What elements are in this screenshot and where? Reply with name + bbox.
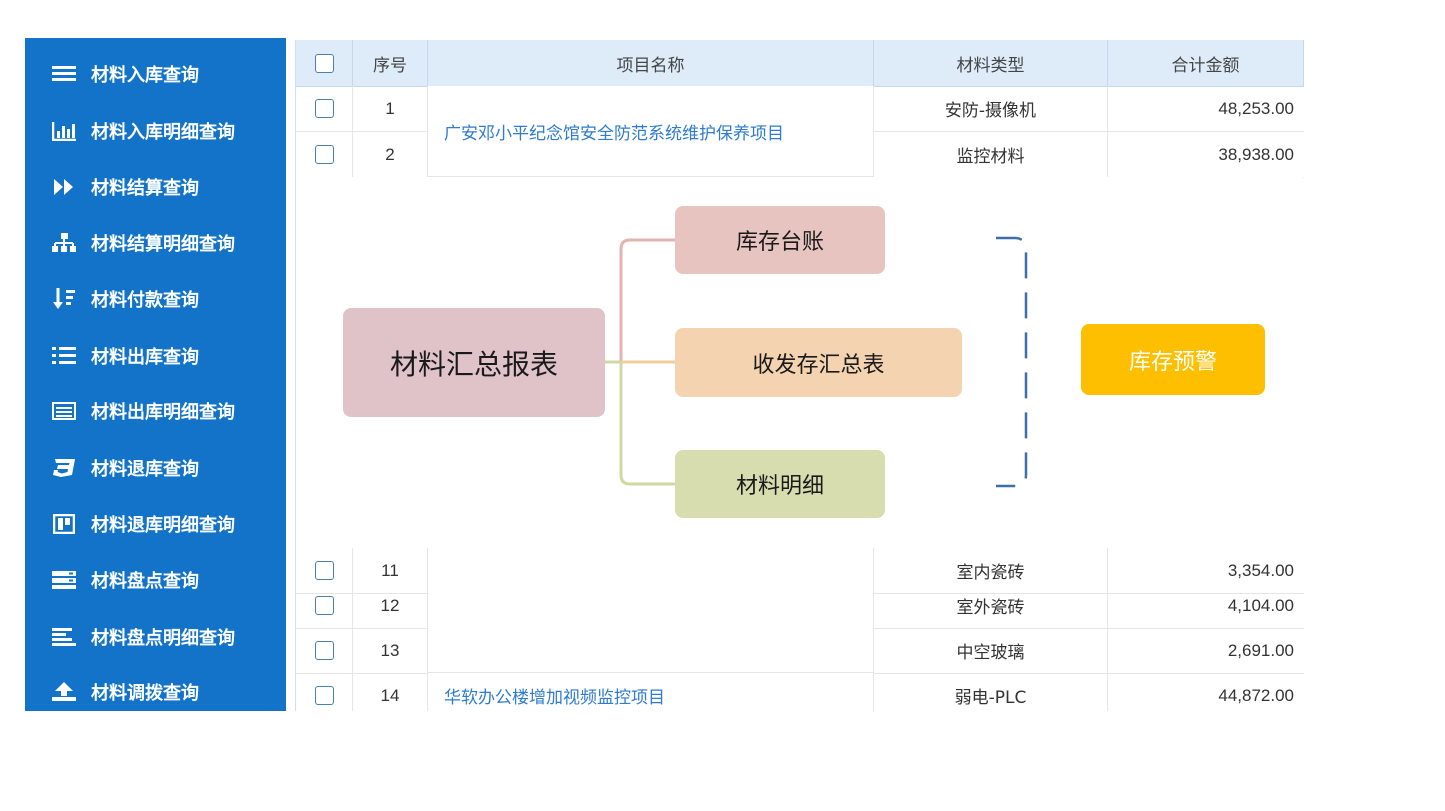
align-left-icon: [52, 626, 76, 648]
sidebar-item-label: 材料结算查询: [91, 178, 199, 199]
mindmap-overlay: 材料汇总报表 库存台账 收发存汇总表 材料明细 库存预警: [296, 177, 1303, 546]
row-material-type: 中空玻璃: [874, 628, 1108, 673]
row-amount: 44,872.00: [1218, 685, 1294, 705]
row-material-type: 室内瓷砖: [874, 548, 1108, 593]
row-no: 11: [353, 548, 428, 593]
sidebar-item-material-settlement[interactable]: 材料结算查询: [25, 167, 286, 207]
sidebar-item-material-payment[interactable]: 材料付款查询: [25, 279, 286, 319]
table-header: 序号 项目名称 材料类型 合计金额: [296, 40, 1304, 87]
row-checkbox-cell: [296, 673, 353, 711]
mindmap-node-stock-warning: 库存预警: [1081, 324, 1265, 395]
row-no: 12: [353, 583, 428, 628]
sidebar-item-label: 材料退库明细查询: [91, 515, 235, 536]
sidebar-item-material-inbound-detail[interactable]: 材料入库明细查询: [25, 111, 286, 151]
mindmap-root-node: 材料汇总报表: [343, 308, 605, 417]
sidebar: 材料入库查询 材料入库明细查询 材料结算查询 材料结算明细查询 材料付款查询 材…: [25, 38, 286, 711]
row-material-type: 室外瓷砖: [874, 583, 1108, 628]
row-no: 14: [353, 673, 428, 711]
row-amount: 48,253.00: [1218, 98, 1294, 118]
project-name-cell: [428, 548, 874, 673]
sidebar-item-label: 材料结算明细查询: [91, 234, 235, 255]
bar-chart-icon: [52, 120, 76, 142]
table-row[interactable]: 14 华软办公楼增加视频监控项目 弱电-PLC 44,872.00: [296, 673, 1304, 711]
upload-icon: [52, 681, 76, 703]
sidebar-item-label: 材料调拨查询: [91, 683, 199, 704]
row-checkbox[interactable]: [314, 596, 334, 615]
sidebar-item-material-transfer[interactable]: 材料调拨查询: [25, 672, 286, 712]
sidebar-item-label: 材料退库查询: [91, 459, 199, 480]
sidebar-item-label: 材料盘点查询: [91, 571, 199, 592]
sitemap-icon: [52, 232, 76, 254]
project-name-link[interactable]: 广安邓小平纪念馆安全防范系统维护保养项目: [428, 86, 874, 177]
mindmap-connectors: [605, 236, 1028, 488]
numbered-list-icon: [52, 345, 76, 367]
sidebar-item-label: 材料出库查询: [91, 347, 199, 368]
row-material-type: 安防-摄像机: [874, 86, 1108, 131]
header-total-amount[interactable]: 合计金额: [1108, 40, 1304, 86]
sidebar-item-material-outbound-detail[interactable]: 材料出库明细查询: [25, 391, 286, 431]
row-checkbox[interactable]: [314, 99, 334, 118]
row-no: 2: [353, 132, 428, 177]
row-material-type: 监控材料: [874, 132, 1108, 177]
row-checkbox-cell: [296, 548, 353, 593]
trello-icon: [52, 513, 76, 535]
row-amount: 38,938.00: [1218, 144, 1294, 164]
select-all-cell: [296, 40, 353, 86]
mindmap-node-stock-ledger: 库存台账: [675, 206, 885, 274]
row-no: 13: [353, 628, 428, 673]
header-project-name[interactable]: 项目名称: [428, 40, 874, 86]
sidebar-item-material-inventory-detail[interactable]: 材料盘点明细查询: [25, 617, 286, 657]
row-material-type: 弱电-PLC: [874, 673, 1108, 711]
row-checkbox-cell: [296, 628, 353, 673]
css3-icon: [52, 457, 76, 479]
row-checkbox-cell: [296, 583, 353, 628]
row-checkbox-cell: [296, 132, 353, 177]
sidebar-item-material-inbound[interactable]: 材料入库查询: [25, 54, 286, 94]
sidebar-item-material-inventory[interactable]: 材料盘点查询: [25, 560, 286, 600]
list-icon: [52, 63, 76, 85]
row-no: 1: [353, 86, 428, 131]
row-checkbox[interactable]: [314, 145, 334, 164]
row-checkbox[interactable]: [314, 561, 334, 580]
table-row[interactable]: 1 安防-摄像机 48,253.00: [296, 86, 1304, 132]
row-checkbox[interactable]: [314, 641, 334, 660]
fast-forward-icon: [52, 176, 76, 198]
server-icon: [52, 569, 76, 591]
sidebar-item-material-outbound[interactable]: 材料出库查询: [25, 336, 286, 376]
sidebar-item-label: 材料付款查询: [91, 290, 199, 311]
sort-down-icon: [52, 288, 76, 310]
row-amount: 2,691.00: [1227, 640, 1294, 660]
sidebar-item-label: 材料入库查询: [91, 65, 199, 86]
sidebar-item-material-return-detail[interactable]: 材料退库明细查询: [25, 504, 286, 544]
row-amount: 3,354.00: [1227, 560, 1294, 580]
header-material-type[interactable]: 材料类型: [874, 40, 1108, 86]
list-box-icon: [52, 400, 76, 422]
row-checkbox-cell: [296, 86, 353, 131]
sidebar-item-material-return[interactable]: 材料退库查询: [25, 448, 286, 488]
sidebar-item-label: 材料出库明细查询: [91, 402, 235, 423]
sidebar-item-material-settlement-detail[interactable]: 材料结算明细查询: [25, 223, 286, 263]
sidebar-item-label: 材料盘点明细查询: [91, 628, 235, 649]
material-table: 序号 项目名称 材料类型 合计金额 1 安防-摄像机 48,253.00 2 监…: [295, 40, 1304, 711]
select-all-checkbox[interactable]: [314, 53, 334, 73]
project-name-link[interactable]: 华软办公楼增加视频监控项目: [428, 673, 874, 711]
mindmap-node-in-out-summary: 收发存汇总表: [675, 328, 962, 397]
row-checkbox[interactable]: [314, 686, 334, 705]
sidebar-item-label: 材料入库明细查询: [91, 122, 235, 143]
header-no[interactable]: 序号: [353, 40, 428, 86]
row-amount: 4,104.00: [1227, 595, 1294, 615]
mindmap-node-material-detail: 材料明细: [675, 450, 885, 518]
